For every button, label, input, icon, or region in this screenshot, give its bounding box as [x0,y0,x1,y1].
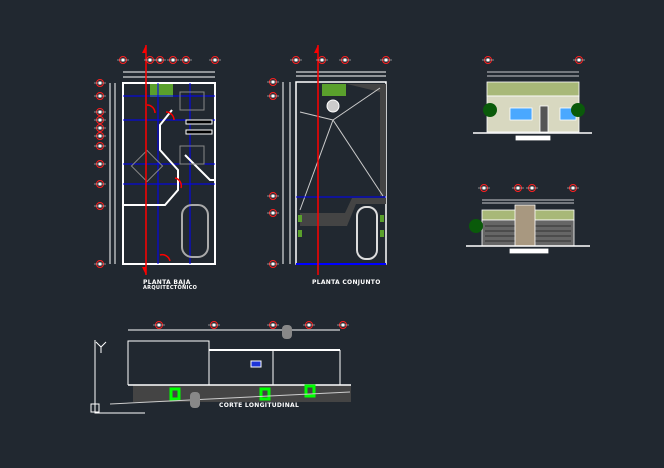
grid-axis-bubble [526,184,538,192]
grid-axis-bubble [267,260,279,268]
grid-axis-markers [94,56,585,329]
grid-axis-bubble [482,56,494,64]
grid-axis-bubble [267,78,279,86]
grid-axis-bubble [303,321,315,329]
grid-axis-bubble [94,116,106,124]
corte-longitudinal-title: CORTE LONGITUDINAL [219,402,300,409]
fachada-principal-elevation [473,71,592,141]
planta-baja-drawing [109,45,216,275]
grid-axis-bubble [180,56,192,64]
grid-axis-bubble [94,142,106,150]
grid-axis-bubble [267,192,279,200]
grid-axis-bubble [94,260,106,268]
planta-conjunto-drawing [282,45,387,275]
grid-axis-bubble [209,56,221,64]
grid-axis-bubble [94,160,106,168]
grid-axis-bubble [337,321,349,329]
grid-axis-bubble [208,321,220,329]
planta-baja-title: PLANTA BAJA [143,279,191,286]
grid-axis-bubble [290,56,302,64]
grid-axis-bubble [94,132,106,140]
grid-axis-bubble [94,92,106,100]
grid-axis-bubble [94,202,106,210]
grid-axis-bubble [380,56,392,64]
grid-axis-bubble [167,56,179,64]
grid-axis-bubble [478,184,490,192]
grid-axis-bubble [117,56,129,64]
corte-longitudinal-section [90,325,351,414]
grid-axis-bubble [94,79,106,87]
grid-axis-bubble [267,321,279,329]
grid-axis-bubble [267,92,279,100]
grid-axis-bubble [267,209,279,217]
grid-axis-bubble [94,180,106,188]
planta-baja-subtitle: ARQUITECTÓNICO [143,285,198,291]
grid-axis-bubble [512,184,524,192]
grid-axis-bubble [567,184,579,192]
grid-axis-bubble [573,56,585,64]
planta-conjunto-title: PLANTA CONJUNTO [312,279,381,286]
grid-axis-bubble [153,321,165,329]
grid-axis-bubble [154,56,166,64]
grid-axis-bubble [316,56,328,64]
fachada-secundaria-elevation [466,199,590,254]
grid-axis-bubble [339,56,351,64]
grid-axis-bubble [94,108,106,116]
grid-axis-bubble [94,124,106,132]
